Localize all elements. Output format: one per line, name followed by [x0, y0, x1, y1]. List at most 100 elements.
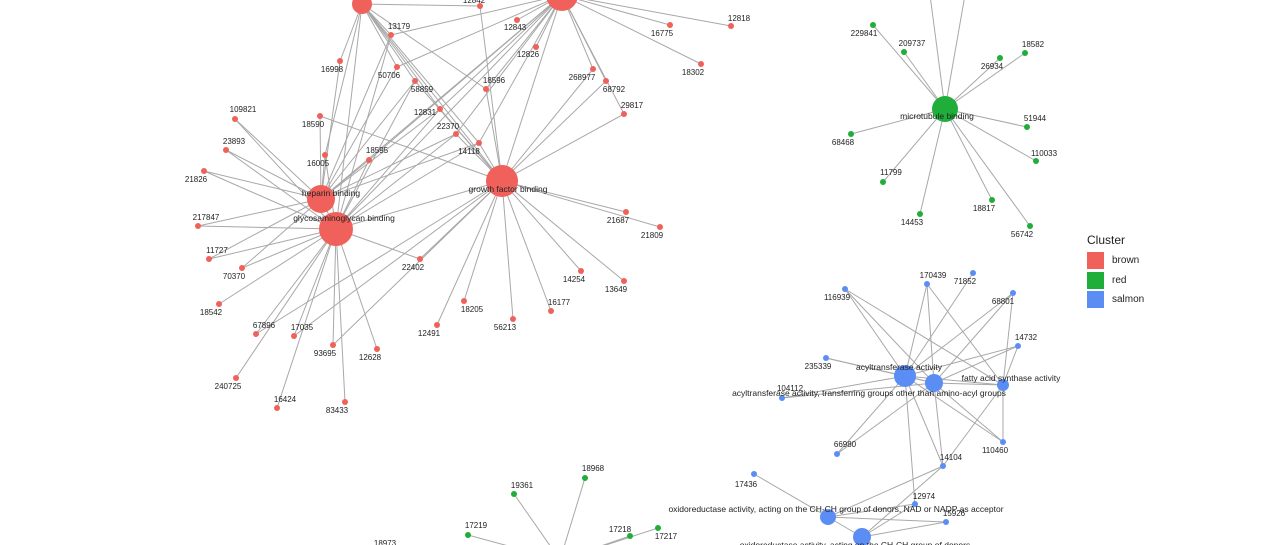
gene-label-109821: 109821 — [230, 105, 257, 114]
gene-label-110460: 110460 — [982, 446, 1009, 455]
edge-h_glyco-12831 — [335, 108, 441, 230]
edge-h_acyl-116939 — [844, 288, 906, 377]
gene-label-68801: 68801 — [992, 297, 1015, 306]
gene-label-18542: 18542 — [200, 308, 223, 317]
edge-h_heparin-12831 — [320, 108, 441, 200]
gene-label-17436: 17436 — [735, 480, 758, 489]
gene-node-58859 — [412, 78, 418, 84]
gene-label-12843: 12843 — [504, 23, 527, 32]
edge-h_top_b-22370 — [455, 0, 559, 135]
gene-label-14453: 14453 — [901, 218, 924, 227]
gene-node-68792 — [603, 78, 609, 84]
edge-h_top_b-18595 — [368, 0, 557, 161]
gene-label-170439: 170439 — [920, 271, 947, 280]
gene-label-18590: 18590 — [302, 120, 325, 129]
gene-node-17217 — [655, 525, 661, 531]
gene-node-240725 — [233, 375, 239, 381]
edge-h_ox2-15926 — [861, 521, 947, 538]
hub-node-h_top_b — [546, 0, 578, 11]
edge-h_top_b-16775 — [578, 0, 671, 26]
edge-h_top_b-68792 — [563, 0, 607, 82]
edge-h_acyl2-170439 — [926, 283, 935, 384]
legend-item-salmon: salmon — [1087, 290, 1144, 310]
edge-h_ox-15926 — [827, 516, 947, 523]
edge-h_top_b-268977 — [563, 0, 594, 70]
edge-h_acyl2-66980 — [836, 382, 935, 455]
edge-h_acyl2-14104 — [933, 382, 944, 467]
edge-h_heparin-16998 — [320, 60, 341, 200]
edge-h_gf-21809 — [501, 180, 661, 228]
gene-node-18302 — [698, 61, 704, 67]
hub-label-h_acyl: acyltransferase activity — [856, 362, 943, 372]
hub-node-h_glyco — [319, 212, 353, 246]
edge-h_top_b-29817 — [564, 0, 625, 115]
gene-label-68468: 68468 — [832, 138, 855, 147]
gene-label-12842: 12842 — [463, 0, 486, 5]
gene-label-50706: 50706 — [378, 71, 401, 80]
edge-h_gf-18205 — [463, 180, 503, 302]
edge-h_gf-18590 — [319, 115, 503, 182]
hub-node-h_mt — [932, 96, 958, 122]
gene-node-12974 — [912, 501, 918, 507]
edge-h_top_b-12843 — [516, 0, 555, 21]
edge-h_acyl-12974 — [904, 375, 916, 505]
gene-node-67896 — [253, 331, 259, 337]
gene-label-71852: 71852 — [954, 277, 977, 286]
edge-b_hub-17218 — [602, 535, 631, 545]
gene-node-209737 — [901, 49, 907, 55]
gene-node-17035 — [291, 333, 297, 339]
gene-label-104112: 104112 — [777, 384, 804, 393]
edge-h_top_a-h_glyco — [335, 3, 363, 230]
edge-h_heparin-13179 — [320, 34, 392, 200]
gene-label-67896: 67896 — [253, 321, 276, 330]
gene-node-14104 — [940, 463, 946, 469]
edge-h_glyco-83433 — [335, 228, 346, 403]
edge-h_acyl-68801 — [904, 292, 1014, 377]
gene-label-18596: 18596 — [483, 76, 506, 85]
gene-node-50706 — [394, 64, 400, 70]
edge-h_mt-18582 — [944, 52, 1026, 110]
gene-label-116939: 116939 — [824, 293, 851, 302]
edge-h_gf-17035 — [293, 180, 503, 337]
gene-node-109821 — [232, 116, 238, 122]
gene-label-70370: 70370 — [223, 272, 246, 281]
hub-label-h_ox: oxidoreductase activity, acting on the C… — [668, 504, 1003, 514]
gene-label-14254: 14254 — [563, 275, 586, 284]
edge-h_acyl2-h_fas — [933, 382, 1004, 386]
gene-node-12818 — [728, 23, 734, 29]
edge-h_ox2-12974 — [861, 503, 916, 538]
edge-h_glyco-16424 — [276, 228, 337, 409]
gene-node-22370 — [453, 131, 459, 137]
hub-node-h_fas — [997, 379, 1009, 391]
gene-node-19361 — [511, 491, 517, 497]
edge-h_top_b-18302 — [570, 0, 702, 65]
edge-h_glyco-h_gf — [335, 180, 503, 230]
edge-h_acyl-14104 — [904, 375, 944, 467]
gene-label-13649: 13649 — [605, 285, 628, 294]
edge-h_fas-116939 — [844, 288, 1004, 386]
gene-label-16998: 16998 — [321, 65, 344, 74]
hub-node-h_gf — [486, 165, 518, 197]
gene-label-12491: 12491 — [418, 329, 441, 338]
edge-h_heparin-22370 — [320, 133, 457, 200]
gene-label-16775: 16775 — [651, 29, 674, 38]
hub-node-h_ox — [820, 509, 836, 525]
edge-h_acyl-110460 — [904, 375, 1004, 443]
gene-label-66980: 66980 — [834, 440, 857, 449]
edge-h_ox-17436 — [753, 473, 829, 518]
edge-h_top_a-18596 — [361, 3, 487, 90]
edge-h_gf-12491 — [436, 180, 503, 326]
edge-h_top_a-16998 — [339, 3, 363, 62]
edge-b_hub-18968 — [564, 477, 586, 545]
edge-h_acyl2-116939 — [844, 288, 935, 384]
gene-node-18595 — [366, 157, 372, 163]
edge-h_fas-170439 — [926, 283, 1004, 386]
gene-node-18817 — [989, 197, 995, 203]
edge-h_acyl-170439 — [904, 283, 928, 377]
gene-label-56213: 56213 — [494, 323, 517, 332]
gene-node-170439 — [924, 281, 930, 287]
edge-b_hub-17219 — [467, 534, 507, 545]
gene-node-17436 — [751, 471, 757, 477]
gene-node-22402 — [417, 256, 423, 262]
gene-node-12843 — [514, 17, 520, 23]
